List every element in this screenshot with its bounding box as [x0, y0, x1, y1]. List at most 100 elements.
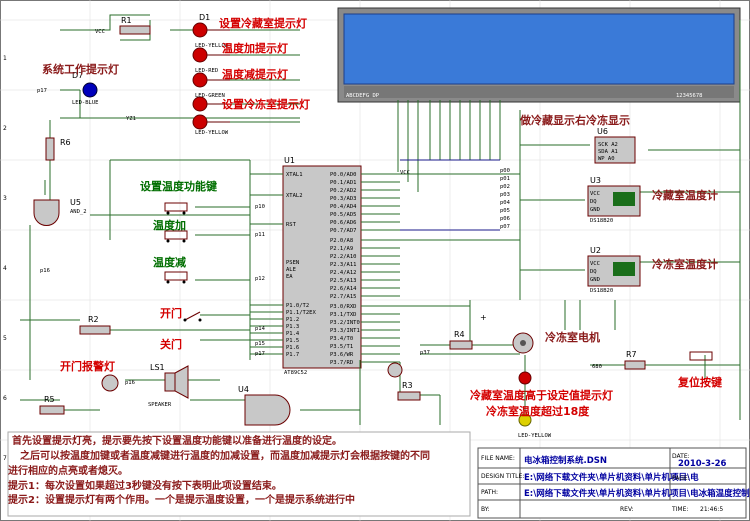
- svg-text:P0.4/AD4: P0.4/AD4: [330, 204, 357, 210]
- label-temp-up-light: 温度加提示灯: [222, 41, 288, 55]
- svg-text:P0.6/AD6: P0.6/AD6: [330, 220, 357, 226]
- notes-block: [7, 431, 471, 517]
- r6-label: R6: [60, 138, 71, 147]
- label-set-temp-key: 设置温度功能键: [140, 179, 218, 193]
- d7-type: LED-BLUE: [72, 100, 99, 106]
- lcd-display: [337, 7, 741, 103]
- r7-label: R7: [626, 350, 637, 359]
- svg-text:p00: p00: [500, 168, 510, 174]
- u3-pins-3: GND: [590, 207, 600, 213]
- svg-text:P0.2/AD2: P0.2/AD2: [330, 188, 357, 194]
- svg-text:p17: p17: [255, 351, 265, 357]
- svg-text:p16: p16: [125, 380, 135, 386]
- u5-type: AND_2: [70, 209, 87, 215]
- svg-text:P3.4/T0: P3.4/T0: [330, 336, 353, 342]
- r1-label: R1: [121, 16, 132, 25]
- svg-text:p05: p05: [500, 208, 510, 214]
- svg-text:VCC: VCC: [400, 170, 410, 176]
- svg-text:P2.6/A14: P2.6/A14: [330, 286, 357, 292]
- lcd-left-pins: ABCDEFG DP: [346, 93, 380, 99]
- motor: [512, 332, 534, 354]
- mcu-pin-p16: P1.6: [286, 345, 299, 351]
- u3-pins: VCC: [590, 191, 600, 197]
- led-bottom-1: [518, 371, 532, 385]
- svg-text:p11: p11: [255, 232, 265, 238]
- svg-text:P0.7/AD7: P0.7/AD7: [330, 228, 357, 234]
- note-line-4: 提示1：每次设置如果超过3秒键没有按下表明此项设置结束。: [8, 479, 282, 492]
- title-block: [477, 447, 747, 519]
- svg-text:p15: p15: [255, 341, 265, 347]
- mcu-ref: U1: [284, 156, 295, 165]
- ic-unknown-label: +: [480, 313, 487, 322]
- lcd-pin-wires: [397, 100, 501, 192]
- label-cold-room-thermo: 冷藏室温度计: [652, 188, 718, 202]
- tb-path-label: PATH:: [481, 489, 498, 496]
- label-display-info: 做冷藏显示右冷冻显示: [519, 113, 630, 127]
- svg-text:2: 2: [3, 125, 7, 132]
- mcu-pin-p12: P1.2: [286, 317, 299, 323]
- d2-type: LED-YELLOW: [195, 43, 229, 49]
- mcu-pin-p17: P1.7: [286, 352, 299, 358]
- resistor-r6: [45, 137, 55, 161]
- label-cold-avg-alert: 冷藏室温度高于设定值提示灯: [470, 388, 613, 402]
- mcu-pin-p15: P1.5: [286, 338, 299, 344]
- mcu-pin-xtal2: XTAL2: [286, 193, 303, 199]
- led-d4: [192, 96, 230, 112]
- svg-text:P0.3/AD3: P0.3/AD3: [330, 196, 357, 202]
- svg-text:P3.6/WR: P3.6/WR: [330, 352, 354, 358]
- tb-time-label: TIME:: [671, 506, 688, 513]
- label-freeze-room-thermo: 冷冻室温度计: [652, 257, 718, 271]
- svg-text:YZ1: YZ1: [126, 116, 136, 122]
- u6-pins-1: SCK A2: [598, 142, 618, 148]
- label-temp-plus: 温度加: [153, 218, 186, 232]
- schematic-wires: [20, 14, 741, 425]
- note-line-5: 提示2：设置提示灯有两个作用。一个是提示温度设置，一个是提示系统进行中: [8, 493, 355, 506]
- svg-text:p01: p01: [500, 176, 510, 182]
- button-set-temp: [164, 202, 188, 215]
- mcu-pin-xtal1: XTAL1: [286, 172, 303, 178]
- tb-path: E:\网络下载文件夹\单片机资料\单片机项目\电冰箱温度控制系统: [524, 488, 750, 499]
- r4-label: R4: [454, 330, 465, 339]
- tb-file-name-label: FILE NAME:: [481, 455, 515, 462]
- svg-text:6: 6: [3, 395, 7, 402]
- label-cold-room-alert-light: 设置冷藏室提示灯: [219, 16, 307, 30]
- d1-label: D1: [199, 13, 210, 22]
- mcu-at89c52: [282, 165, 362, 369]
- label-temp-minus: 温度减: [153, 255, 186, 269]
- tb-by-label: BY:: [481, 506, 490, 513]
- tb-design-title-label: DESIGN TITLE:: [481, 473, 524, 480]
- tb-file-name: 电冰箱控制系统.DSN: [524, 455, 607, 466]
- resistor-r3: [397, 391, 421, 401]
- net-labels: VCC p10 p11 p12 p14 p15 p17 p00 p01 p02 …: [40, 29, 602, 386]
- tb-page-label: PAGE:: [672, 475, 690, 482]
- u2-pins-2: DQ: [590, 269, 597, 275]
- svg-text:P3.1/TXD: P3.1/TXD: [330, 312, 357, 318]
- ls1-type: SPEAKER: [148, 402, 172, 408]
- d7-label: D7: [72, 71, 83, 80]
- svg-text:p37: p37: [420, 350, 430, 356]
- resistor-r7: [624, 360, 646, 370]
- svg-text:p07: p07: [500, 224, 510, 230]
- d4-type: LED-GREEN: [195, 93, 225, 99]
- mcu-right-pins: P0.0/AD0 P0.1/AD1 P0.2/AD2 P0.3/AD3 P0.4…: [330, 172, 360, 366]
- svg-text:P3.0/RXD: P3.0/RXD: [330, 304, 357, 310]
- svg-text:p03: p03: [500, 192, 510, 198]
- svg-text:P2.2/A10: P2.2/A10: [330, 254, 357, 260]
- tb-date: 2010-3-26: [678, 459, 727, 469]
- p17-label: p17: [37, 88, 47, 94]
- label-door-close: 关门: [160, 337, 182, 351]
- mcu-pin-ale: ALE: [286, 267, 296, 273]
- and-gate-u4: [244, 394, 291, 426]
- led-d1: [192, 22, 230, 38]
- label-door-alarm: 开门报警灯: [60, 359, 115, 373]
- switch-door: [183, 311, 202, 322]
- svg-text:5: 5: [3, 335, 7, 342]
- led-d7: [82, 82, 98, 98]
- label-freeze-over-18: 冷冻室温度超过18度: [486, 404, 590, 418]
- button-temp-down: [164, 271, 188, 284]
- svg-text:P2.5/A13: P2.5/A13: [330, 278, 357, 284]
- svg-text:680: 680: [592, 364, 602, 370]
- u2-label: U2: [590, 246, 601, 255]
- tb-date-label: DATE:: [672, 453, 690, 460]
